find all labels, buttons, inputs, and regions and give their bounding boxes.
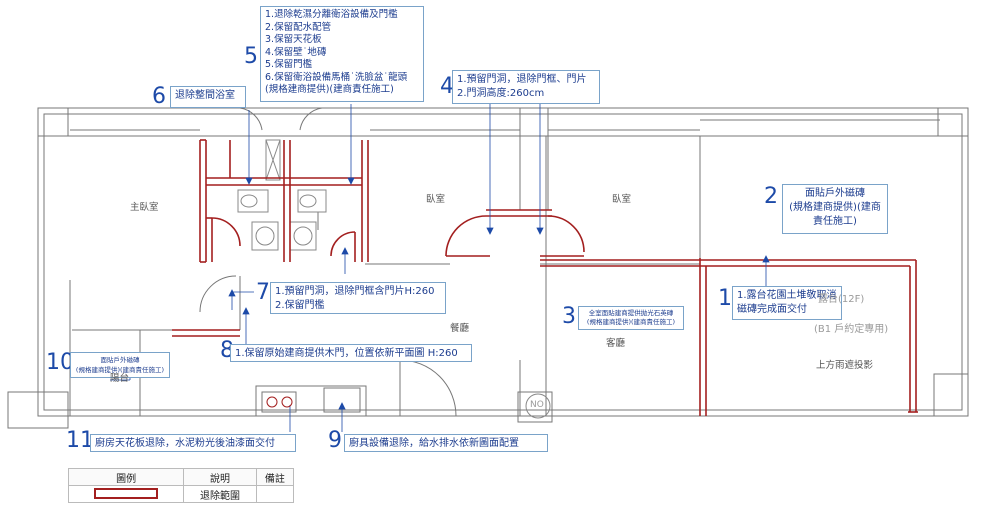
- demolition-areas: [172, 139, 918, 416]
- legend-header-row: 圖例 說明 備註: [67, 468, 295, 486]
- note-3-line-2: (規格建商提供)(建商責任施工): [586, 318, 676, 326]
- note-10: 面貼戶外磁磚 (規格建商提供)(建商責任施工): [70, 352, 170, 378]
- note-4-line-1: 1.預留門洞，退除門框、門片: [457, 74, 587, 85]
- note-5-line-6: 6.保留衛浴設備馬桶˙洗臉盆˙龍頭: [265, 71, 408, 83]
- note-5-line-1: 1.退除乾濕分離衛浴設備及門檻: [265, 9, 398, 20]
- note-11: 廚房天花板退除，水泥粉光後油漆面交付: [90, 434, 296, 452]
- note-5-line-4: 4.保留壁˙地磚: [265, 46, 327, 58]
- callout-number-7: 7: [256, 280, 270, 305]
- note-5-line-2: 2.保留配水配管: [265, 21, 332, 33]
- callout-number-2: 2: [764, 184, 778, 209]
- note-1-line-1: 1.露台花園土堆敬取消: [737, 290, 837, 301]
- note-7-line-1: 1.預留門洞，退除門框含門片H:260: [275, 286, 435, 297]
- note-3: 全室面貼建商提供拋光石英磚 (規格建商提供)(建商責任施工): [578, 306, 684, 330]
- room-label-balcony: 陽台: [110, 373, 130, 384]
- no-symbol-label: NO: [530, 400, 544, 410]
- room-label-dining: 餐廳: [450, 323, 470, 334]
- legend-symbol-cell: [67, 485, 185, 503]
- hob-icon: [266, 396, 293, 408]
- note-2-line-3: 責任施工): [813, 216, 857, 227]
- note-2-line-1: 面貼戶外磁磚: [805, 188, 865, 199]
- legend-row: 退除範圍: [67, 485, 295, 503]
- note-2-line-2: (規格建商提供)(建商: [789, 202, 881, 213]
- note-11-line-1: 廚房天花板退除，水泥粉光後油漆面交付: [95, 438, 275, 449]
- legend-table: 圖例 說明 備註 退除範圍: [67, 468, 295, 503]
- note-5-line-3: 3.保留天花板: [265, 34, 322, 45]
- legend-header-description: 說明: [183, 468, 257, 486]
- room-label-bedroom-1: 臥室: [426, 194, 446, 205]
- note-1-line-2: 磁磚完成面交付: [737, 304, 807, 315]
- note-7: 1.預留門洞，退除門框含門片H:260 2.保留門檻: [270, 282, 446, 314]
- demolition-swatch: [94, 488, 159, 500]
- callout-number-4: 4: [440, 74, 454, 99]
- room-label-terrace: 露台(12F): [818, 294, 865, 305]
- room-label-bedroom-2: 臥室: [612, 194, 632, 205]
- note-9: 廚具設備退除，給水排水依新圖面配置: [344, 434, 548, 452]
- legend-description-cell: 退除範圍: [183, 485, 257, 503]
- note-6-line-1: 退除整間浴室: [175, 90, 235, 101]
- callout-number-3: 3: [562, 304, 576, 329]
- outer-walls: [7, 107, 969, 429]
- room-label-master-bedroom: 主臥室: [130, 202, 159, 213]
- note-6: 退除整間浴室: [170, 86, 246, 108]
- note-4: 1.預留門洞，退除門框、門片 2.門洞高度:260cm: [452, 70, 600, 104]
- room-label-canopy: 上方雨遮投影: [816, 360, 874, 371]
- legend-remark-cell: [255, 485, 295, 503]
- note-8-line-1: 1.保留原始建商提供木門，位置依新平面圖 H:260: [235, 348, 458, 359]
- note-4-line-2: 2.門洞高度:260cm: [457, 88, 545, 99]
- no-entry-symbol: [525, 393, 551, 419]
- legend-header-remark: 備註: [255, 468, 295, 486]
- bathroom-fixtures: [237, 139, 327, 251]
- note-5-line-5: 5.保留門檻: [265, 59, 313, 70]
- callout-number-1: 1: [718, 286, 732, 311]
- leader-lines: [110, 104, 770, 432]
- note-10-line-2: (規格建商提供)(建商責任施工): [75, 366, 165, 374]
- note-9-line-1: 廚具設備退除，給水排水依新圖面配置: [349, 438, 519, 449]
- room-label-living: 客廳: [606, 338, 626, 349]
- note-7-line-2: 2.保留門檻: [275, 300, 325, 311]
- callout-number-10: 10: [46, 350, 74, 375]
- note-5-line-7: (規格建商提供)(建商責任施工): [265, 84, 394, 95]
- note-1: 1.露台花園土堆敬取消 磁磚完成面交付: [732, 286, 842, 320]
- callout-number-9: 9: [328, 428, 342, 453]
- note-8: 1.保留原始建商提供木門，位置依新平面圖 H:260: [230, 344, 472, 362]
- callout-number-6: 6: [152, 84, 166, 109]
- note-3-line-1: 全室面貼建商提供拋光石英磚: [588, 309, 674, 317]
- callout-number-11: 11: [66, 428, 94, 453]
- legend-header-symbol: 圖例: [67, 468, 185, 486]
- note-10-line-1: 面貼戶外磁磚: [100, 356, 140, 364]
- room-label-terrace-note: (B1 戶約定專用): [814, 324, 889, 335]
- note-5: 1.退除乾濕分離衛浴設備及門檻 2.保留配水配管 3.保留天花板 4.保留壁˙地…: [260, 6, 424, 102]
- callout-number-5: 5: [244, 44, 258, 69]
- note-2: 面貼戶外磁磚 (規格建商提供)(建商 責任施工): [782, 184, 888, 234]
